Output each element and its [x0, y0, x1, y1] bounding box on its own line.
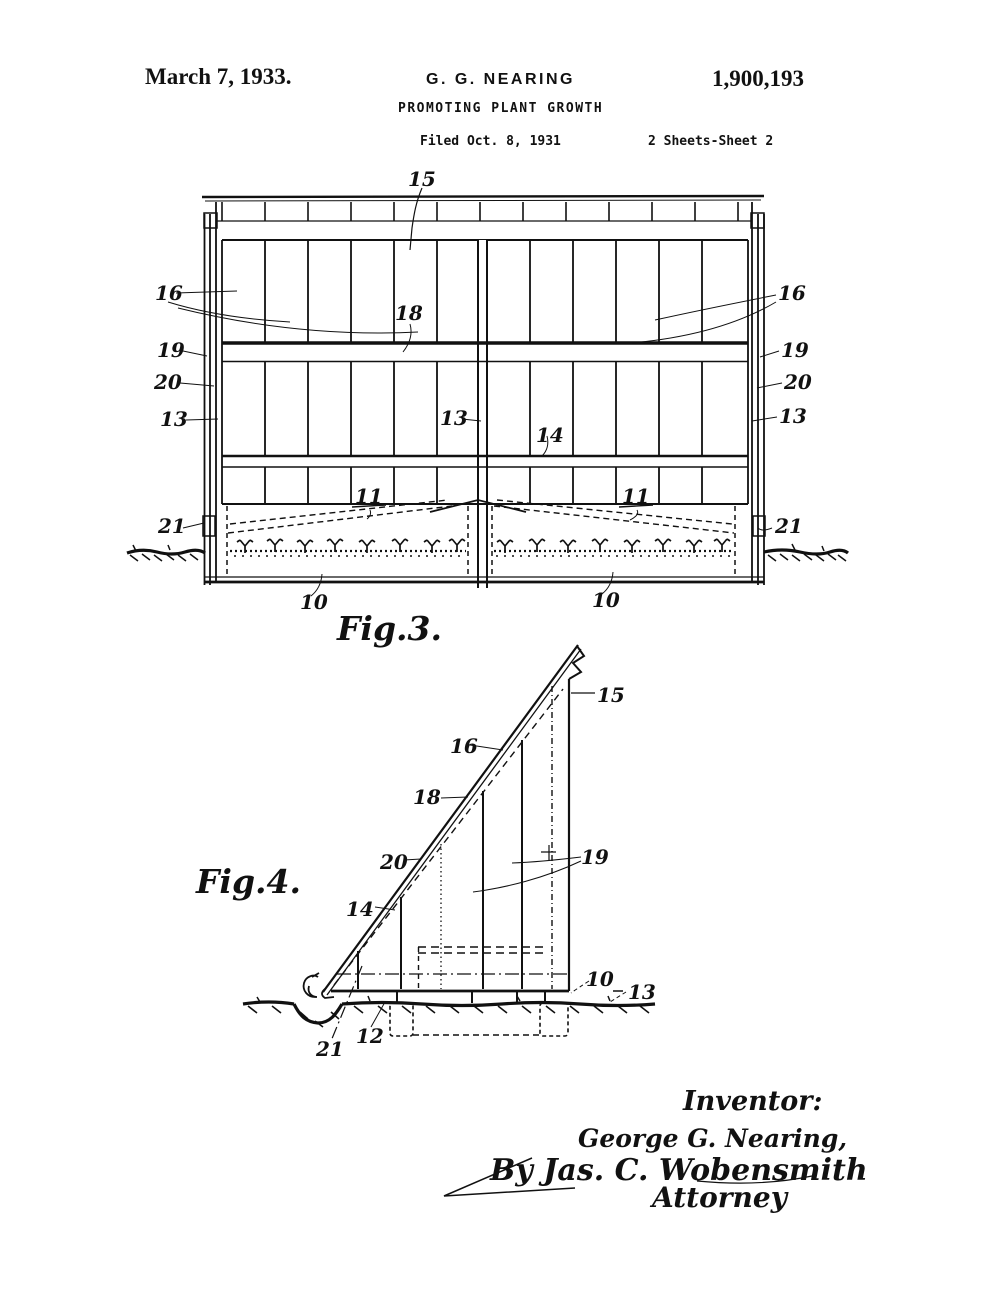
- attorney-label: Attorney: [649, 1181, 789, 1214]
- signature-block: Inventor: George G. Nearing, By Jas. C. …: [443, 1086, 868, 1214]
- fig4-ground: [242, 972, 656, 1028]
- fig3-right-stile: [747, 202, 766, 585]
- fig3-ref-20-right: 20: [783, 370, 812, 394]
- patent-number: 1,900,193: [712, 66, 804, 91]
- fig4-ref-21: 21: [315, 1037, 344, 1061]
- fig4-ref-19: 19: [581, 845, 609, 869]
- fig4-leader-lines: [330, 692, 627, 1042]
- fig4-ref-13: 13: [628, 980, 656, 1004]
- header-block: March 7, 1933. G. G. NEARING 1,900,193 P…: [145, 64, 804, 149]
- fig3-soil-and-plants: [230, 538, 733, 557]
- fig4-frame: [331, 679, 571, 1003]
- fig3-rail-lines: [222, 341, 748, 505]
- fig4-ref-18: 18: [413, 785, 441, 809]
- fig3-top-cap: [201, 194, 765, 241]
- fig4-ref-15: 15: [597, 683, 625, 707]
- fig4-labels: 15 16 18 20 19 14 10 13 21 12: [315, 683, 656, 1061]
- fig4-drawing: 15 16 18 20 19 14 10 13 21 12 Fig.4.: [195, 644, 656, 1061]
- inventor-signature: George G. Nearing,: [578, 1124, 847, 1153]
- fig3-leader-lines: [167, 187, 783, 597]
- fig3-ref-11-left: 11: [355, 484, 383, 508]
- fig3-ref-20-left: 20: [153, 370, 182, 394]
- fig3-bottom-board: [204, 576, 764, 584]
- fig3-ref-16-right: 16: [778, 281, 806, 305]
- fig3-ref-15: 15: [408, 167, 436, 191]
- fig3-ref-18: 18: [395, 301, 423, 325]
- fig3-ground: [126, 543, 850, 562]
- fig3-ref-11-right: 11: [622, 484, 650, 508]
- fig3-ref-21-right: 21: [774, 514, 803, 538]
- fig4-footings: [389, 1002, 569, 1037]
- fig4-ref-14: 14: [346, 897, 374, 921]
- fig3-ref-13-left: 13: [160, 407, 188, 431]
- filed-line: Filed Oct. 8, 1931: [420, 134, 561, 149]
- fig4-ref-20: 20: [379, 850, 408, 874]
- fig3-ref-10-left: 10: [300, 590, 328, 614]
- fig3-drawing: 15 16 16 18 19 19 20 20 13 13 13 14 11 1…: [126, 167, 850, 648]
- fig3-labels: 15 16 16 18 19 19 20 20 13 13 13 14 11 1…: [153, 167, 812, 614]
- fig3-ref-13-center: 13: [440, 406, 468, 430]
- attorney-signature: By Jas. C. Wobensmith: [489, 1153, 868, 1188]
- sheet-info: 2 Sheets-Sheet 2: [648, 134, 773, 149]
- fig3-ref-14: 14: [536, 423, 564, 447]
- fig4-ref-12: 12: [356, 1024, 384, 1048]
- fig3-ref-16-left: 16: [155, 281, 183, 305]
- fig3-ref-21-left: 21: [157, 514, 186, 538]
- patent-title: PROMOTING PLANT GROWTH: [398, 101, 603, 116]
- fig3-center-post: [477, 240, 488, 588]
- signature-flourish: [443, 1157, 813, 1197]
- fig3-slats: [264, 240, 703, 504]
- fig4-sash: [321, 644, 586, 999]
- fig4-ref-10: 10: [586, 967, 614, 991]
- fig3-left-stile: [202, 202, 223, 585]
- applicant-name: G. G. NEARING: [426, 71, 575, 88]
- fig3-caption: Fig.3.: [336, 609, 442, 648]
- patent-date: March 7, 1933.: [145, 64, 292, 89]
- fig3-bed-dashed-boxes: [226, 499, 736, 576]
- fig3-ref-19-right: 19: [781, 338, 809, 362]
- inventor-label: Inventor:: [682, 1086, 822, 1117]
- fig4-ref-16: 16: [450, 734, 478, 758]
- fig3-ref-10-right: 10: [592, 588, 620, 612]
- fig3-ref-13-right: 13: [779, 404, 807, 428]
- fig4-caption: Fig.4.: [195, 862, 301, 901]
- fig3-ref-19-left: 19: [157, 338, 185, 362]
